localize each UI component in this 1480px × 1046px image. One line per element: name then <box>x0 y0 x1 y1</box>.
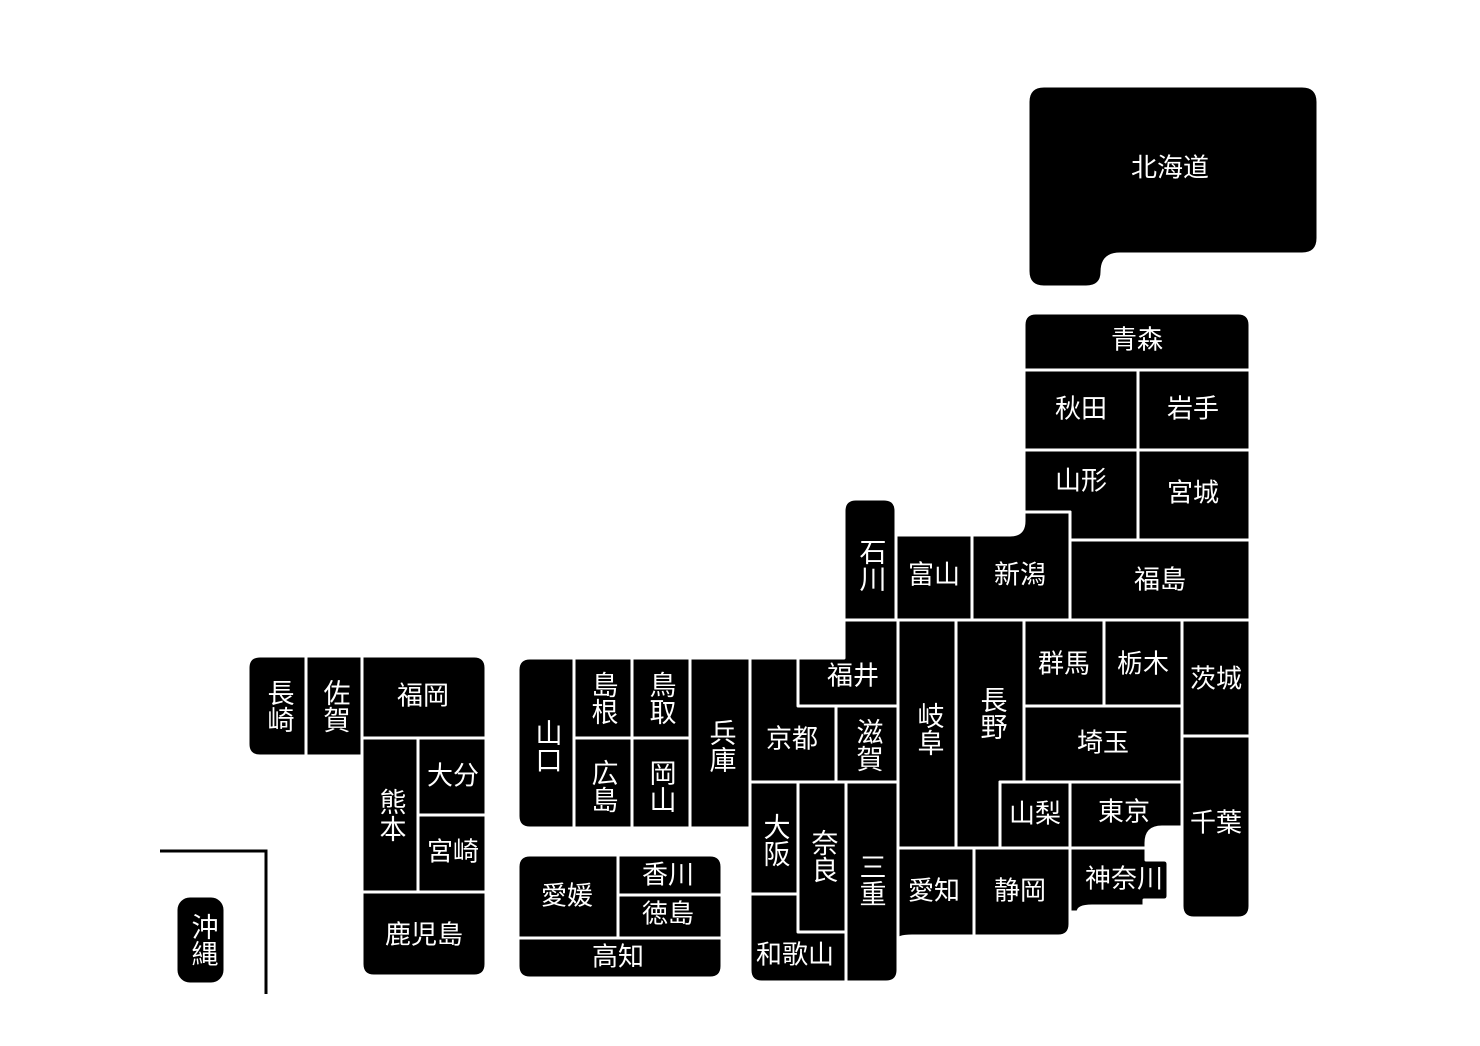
fukushima-shape[interactable] <box>1068 538 1252 622</box>
nara-shape[interactable] <box>796 780 848 934</box>
prefecture-kagoshima[interactable]: 鹿児島 <box>360 890 488 978</box>
prefecture-saga[interactable]: 佐賀 <box>304 654 364 758</box>
prefecture-hiroshima[interactable]: 広島 <box>572 736 634 830</box>
prefecture-chiba[interactable]: 千葉 <box>1180 734 1252 920</box>
prefecture-ishikawa[interactable]: 石川 <box>842 497 898 622</box>
fukui-shape[interactable] <box>796 618 900 708</box>
kanagawa-shape[interactable] <box>1068 846 1170 914</box>
shizuoka-shape[interactable] <box>972 846 1072 938</box>
oita-shape[interactable] <box>416 736 488 817</box>
prefecture-osaka[interactable]: 大阪 <box>748 780 800 896</box>
prefecture-niigata[interactable]: 新潟 <box>970 510 1072 622</box>
prefecture-nara[interactable]: 奈良 <box>796 780 848 934</box>
prefecture-okayama[interactable]: 岡山 <box>630 736 692 830</box>
prefecture-miyagi[interactable]: 宮城 <box>1136 448 1252 542</box>
kagoshima-shape[interactable] <box>360 890 488 978</box>
osaka-shape[interactable] <box>748 780 800 896</box>
niigata-shape[interactable] <box>970 510 1072 622</box>
okayama-shape[interactable] <box>630 736 692 830</box>
tokyo-shape[interactable] <box>1068 780 1184 850</box>
aichi-shape[interactable] <box>896 846 976 942</box>
kochi-shape[interactable] <box>516 936 724 980</box>
prefecture-tokyo[interactable]: 東京 <box>1068 780 1184 850</box>
prefecture-shizuoka[interactable]: 静岡 <box>972 846 1072 938</box>
prefecture-oita[interactable]: 大分 <box>416 736 488 817</box>
prefecture-miyazaki[interactable]: 宮崎 <box>416 813 488 894</box>
gifu-shape[interactable] <box>896 618 958 850</box>
prefecture-okinawa[interactable]: 沖縄 <box>174 894 227 986</box>
prefecture-hokkaido[interactable]: 北海道 <box>1026 84 1320 289</box>
prefecture-saitama[interactable]: 埼玉 <box>1022 704 1184 784</box>
mie-shape[interactable] <box>844 780 900 984</box>
prefecture-yamaguchi[interactable]: 山口 <box>516 656 576 830</box>
kagawa-shape[interactable] <box>616 853 724 897</box>
prefecture-akita[interactable]: 秋田 <box>1022 368 1140 452</box>
saga-shape[interactable] <box>304 654 364 758</box>
prefecture-toyama[interactable]: 富山 <box>894 533 974 622</box>
shimane-shape[interactable] <box>572 656 634 740</box>
okinawa-shape[interactable] <box>174 894 227 986</box>
akita-shape[interactable] <box>1022 368 1140 452</box>
prefecture-kagawa[interactable]: 香川 <box>616 853 724 897</box>
prefecture-gunma[interactable]: 群馬 <box>1022 618 1106 708</box>
yamaguchi-shape[interactable] <box>516 656 576 830</box>
tochigi-shape[interactable] <box>1102 618 1184 708</box>
hokkaido-shape[interactable] <box>1026 84 1320 289</box>
prefecture-tokushima[interactable]: 徳島 <box>616 893 724 940</box>
prefecture-kumamoto[interactable]: 熊本 <box>360 736 420 894</box>
prefecture-ehime[interactable]: 愛媛 <box>516 853 620 940</box>
prefecture-kanagawa[interactable]: 神奈川 <box>1068 846 1170 914</box>
prefecture-nagasaki[interactable]: 長崎 <box>246 654 308 758</box>
prefecture-mie[interactable]: 三重 <box>844 780 900 984</box>
kumamoto-shape[interactable] <box>360 736 420 894</box>
fukuoka-shape[interactable] <box>360 654 488 740</box>
ishikawa-shape[interactable] <box>842 497 898 622</box>
toyama-shape[interactable] <box>894 533 974 622</box>
yamanashi-shape[interactable] <box>998 780 1072 850</box>
prefecture-aomori[interactable]: 青森 <box>1022 311 1252 372</box>
prefecture-iwate[interactable]: 岩手 <box>1136 368 1252 452</box>
prefecture-yamanashi[interactable]: 山梨 <box>998 780 1072 850</box>
prefecture-kochi[interactable]: 高知 <box>516 936 724 980</box>
gunma-shape[interactable] <box>1022 618 1106 708</box>
saitama-shape[interactable] <box>1022 704 1184 784</box>
hyogo-shape[interactable] <box>688 656 752 830</box>
prefecture-hyogo[interactable]: 兵庫 <box>688 656 752 830</box>
prefecture-aichi[interactable]: 愛知 <box>896 846 976 942</box>
miyagi-shape[interactable] <box>1136 448 1252 542</box>
prefecture-shimane[interactable]: 島根 <box>572 656 634 740</box>
okinawa-inset-frame <box>160 849 268 994</box>
prefecture-fukushima[interactable]: 福島 <box>1068 538 1252 622</box>
nagasaki-shape[interactable] <box>246 654 308 758</box>
iwate-shape[interactable] <box>1136 368 1252 452</box>
tokushima-shape[interactable] <box>616 893 724 940</box>
hiroshima-shape[interactable] <box>572 736 634 830</box>
prefecture-gifu[interactable]: 岐阜 <box>896 618 958 850</box>
prefecture-fukuoka[interactable]: 福岡 <box>360 654 488 740</box>
ehime-shape[interactable] <box>516 853 620 940</box>
prefecture-shiga[interactable]: 滋賀 <box>834 704 900 784</box>
chiba-shape[interactable] <box>1180 734 1252 920</box>
prefecture-tottori[interactable]: 鳥取 <box>630 656 692 740</box>
prefecture-ibaraki[interactable]: 茨城 <box>1180 618 1252 738</box>
prefecture-tochigi[interactable]: 栃木 <box>1102 618 1184 708</box>
ibaraki-shape[interactable] <box>1180 618 1252 738</box>
aomori-shape[interactable] <box>1022 311 1252 372</box>
tottori-shape[interactable] <box>630 656 692 740</box>
prefecture-fukui[interactable]: 福井 <box>796 618 900 708</box>
miyazaki-shape[interactable] <box>416 813 488 894</box>
shiga-shape[interactable] <box>834 704 900 784</box>
wakayama-shape[interactable] <box>748 892 848 984</box>
